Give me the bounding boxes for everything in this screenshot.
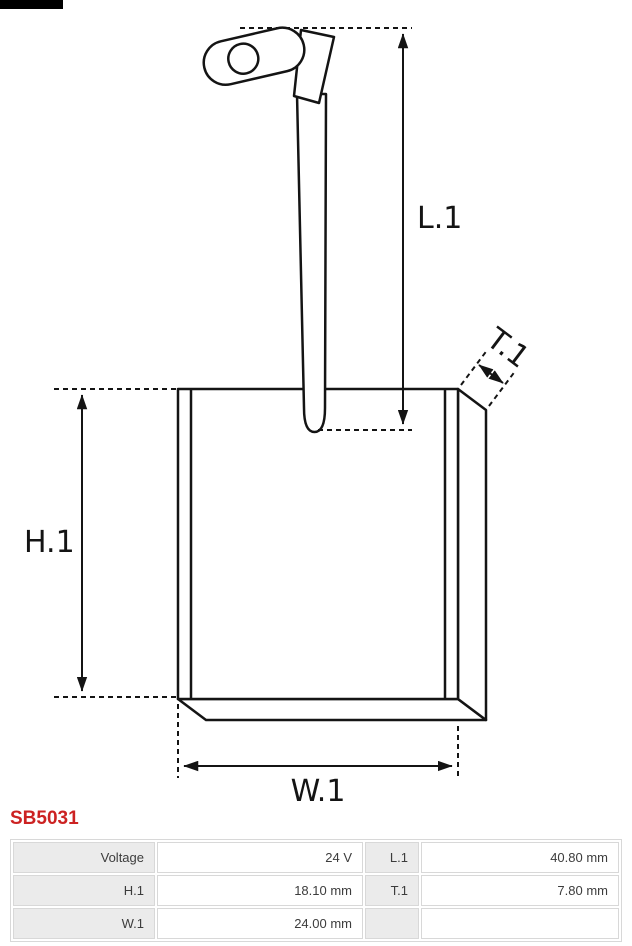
w1-label: W.1 [291,774,346,809]
spec-label-cell: H.1 [13,875,155,906]
brush-body [176,387,488,722]
terminal-eyelet-hole [227,42,260,75]
spec-value-cell: 40.80 mm [421,842,619,873]
brush-side-face [456,387,488,722]
dimension-h1: H.1 [24,388,176,698]
brush-front-face [176,387,460,701]
t1-extension-back [488,369,517,407]
spec-value-cell: 24.00 mm [157,908,363,939]
spec-row: Voltage 24 V L.1 40.80 mm [13,842,619,873]
t1-label: T.1 [479,321,536,376]
lead-wire [295,92,328,434]
spec-value-cell: 18.10 mm [157,875,363,906]
spec-label-cell: T.1 [365,875,419,906]
dimension-w1: W.1 [177,704,459,809]
spec-table: Voltage 24 V L.1 40.80 mm H.1 18.10 mm T… [10,839,622,942]
spec-label-cell: L.1 [365,842,419,873]
brand-logo-bar [0,0,63,9]
part-number: SB5031 [10,808,79,829]
h1-label: H.1 [24,525,75,560]
spec-row: W.1 24.00 mm [13,908,619,939]
spec-label-cell [365,908,419,939]
spec-value-cell [421,908,619,939]
l1-label: L.1 [417,201,462,236]
dimension-l1: L.1 [240,27,462,431]
spec-value-cell: 24 V [157,842,363,873]
dimension-t1: T.1 [460,321,536,407]
t1-extension-front [460,348,489,386]
spec-value-cell: 7.80 mm [421,875,619,906]
terminal [202,26,336,105]
t1-dimension-line [478,364,504,384]
brush-bottom-face [176,697,488,722]
spec-label-cell: Voltage [13,842,155,873]
spec-row: H.1 18.10 mm T.1 7.80 mm [13,875,619,906]
spec-label-cell: W.1 [13,908,155,939]
technical-drawing: L.1 H.1 W.1 T.1 [24,26,536,809]
